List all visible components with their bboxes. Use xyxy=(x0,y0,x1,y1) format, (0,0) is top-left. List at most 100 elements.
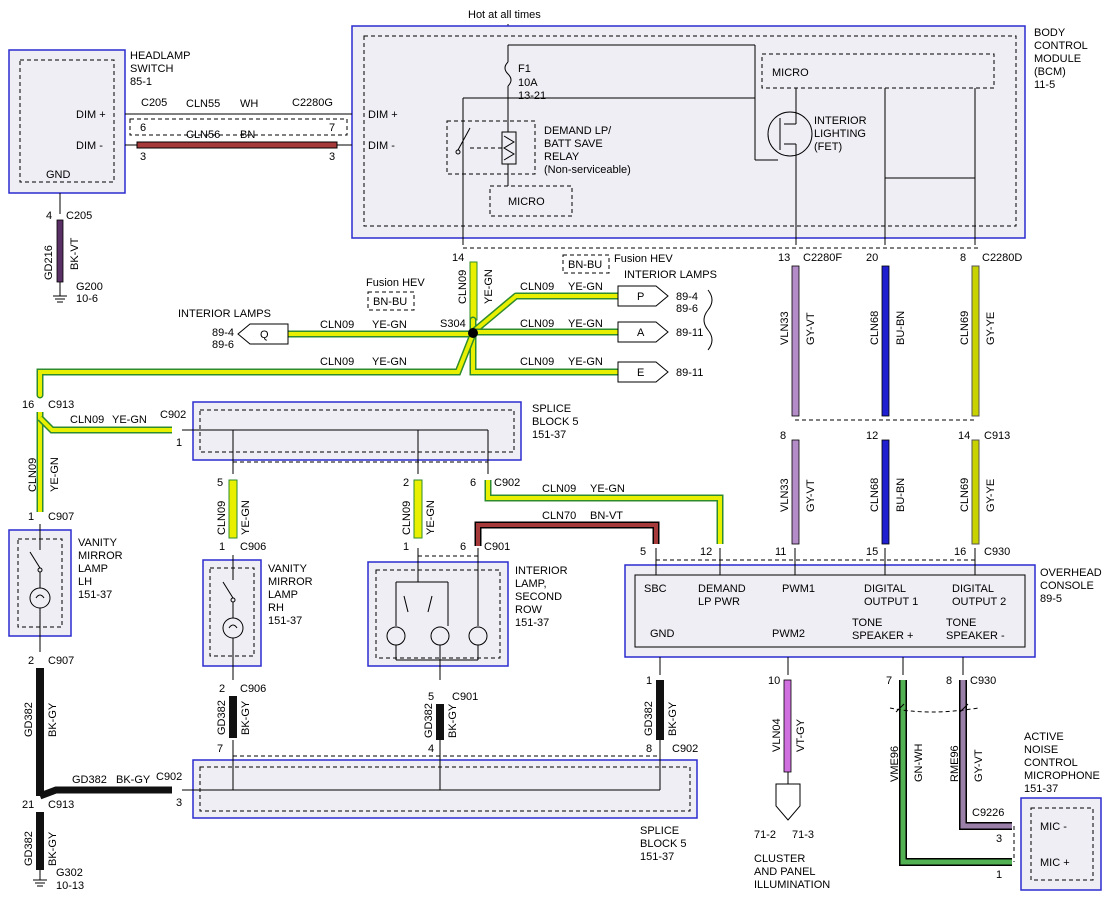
relay-label-2: BATT SAVE xyxy=(544,138,603,150)
ocb-pin-8: 8 xyxy=(646,743,652,755)
relay-box xyxy=(446,120,536,175)
bcm-conn-c2280g: C2280G xyxy=(292,97,333,109)
s304-branch-q-color: YE-GN xyxy=(372,319,407,331)
ilsr-c901: C901 xyxy=(484,541,510,553)
bcm-conn-c2280f: C2280F xyxy=(803,252,842,264)
bcm-ref: 11-5 xyxy=(1034,79,1055,91)
ocb-vln04-color: VT-GY xyxy=(795,718,807,752)
fet-symbol xyxy=(767,111,813,157)
splice5-top-c902: C902 xyxy=(160,409,186,421)
relay-label-3: RELAY xyxy=(544,151,580,163)
vmr-cln09-color: YE-GN xyxy=(240,500,252,535)
left-branch-circuit: CLN09 xyxy=(70,414,104,426)
left-c913-conn: C913 xyxy=(48,399,74,411)
oc-ref: 89-5 xyxy=(1040,593,1062,605)
ilsr-c901b: C901 xyxy=(452,691,478,703)
vmr-title-4: RH xyxy=(268,602,284,614)
oc-dlp-1: DEMAND xyxy=(698,583,746,595)
ilsr-pin-6: 6 xyxy=(460,541,466,553)
fet-label-1: INTERIOR xyxy=(814,115,867,127)
wire-cln69-lower-circuit: CLN69 xyxy=(959,478,971,512)
fusion-hev-tag-2-color: BN-BU xyxy=(373,296,407,308)
oc-title-1: OVERHEAD xyxy=(1040,567,1102,579)
ocb-rme96-wire xyxy=(959,680,1012,830)
hot-at-all-times-label: Hot at all times xyxy=(468,9,541,21)
left-gd382-circuit: GD382 xyxy=(23,702,35,737)
headlamp-title-1: HEADLAMP xyxy=(130,50,191,62)
left-cln09-circuit: CLN09 xyxy=(27,458,39,492)
headlamp-ref: 85-1 xyxy=(130,76,152,88)
vmr-title-1: VANITY xyxy=(268,563,308,575)
fet-label-3: (FET) xyxy=(814,141,842,153)
oc-do1-a: DIGITAL xyxy=(864,583,906,595)
tag-p xyxy=(617,285,669,307)
cluster-title-3: ILLUMINATION xyxy=(754,879,830,891)
left-ground: G302 xyxy=(56,867,83,879)
vmr-title-3: LAMP xyxy=(268,589,298,601)
wire-cln68-upper-color: BU-BN xyxy=(895,311,907,345)
vmr-pin-7: 7 xyxy=(217,743,223,755)
headlamp-conn: C205 xyxy=(141,97,167,109)
left-c907-pin-1: 1 xyxy=(28,511,34,523)
splice-block-5-top xyxy=(192,401,522,461)
vanity-lh-title-3: LAMP xyxy=(78,563,108,575)
headlamp-gnd: GND xyxy=(46,169,71,181)
wire-gd216 xyxy=(56,219,64,283)
bcm-pin-14: 14 xyxy=(452,252,464,264)
ocb-vln04-wire xyxy=(783,679,792,773)
vmr-title-2: MIRROR xyxy=(268,576,313,588)
anc-title-3: CONTROL xyxy=(1024,757,1078,769)
tag-p-ref-1: 89-4 xyxy=(676,291,698,303)
wire-cln09-bcm-color: YE-GN xyxy=(483,269,495,304)
splice5-top-title-1: SPLICE xyxy=(532,403,571,415)
wire-cln68-lower-color: BU-BN xyxy=(895,478,907,512)
anc-pin-1: 1 xyxy=(996,869,1002,881)
wire-cln56-circuit: CLN56 xyxy=(186,129,220,141)
oc-pin-16: 16 xyxy=(954,546,966,558)
ilsr-title-4: ROW xyxy=(515,604,543,616)
fuse-amp: 10A xyxy=(518,77,538,89)
ocb-pin-8b: 8 xyxy=(946,675,952,687)
tag-p-ref-2: 89-6 xyxy=(676,303,698,315)
ocb-c930: C930 xyxy=(970,675,996,687)
oc-pin-15: 15 xyxy=(866,546,878,558)
bcm-pin-7: 7 xyxy=(329,122,335,134)
left-c907b-pin-2: 2 xyxy=(28,655,34,667)
ocb-pin-1: 1 xyxy=(646,675,652,687)
int-lamps-left: INTERIOR LAMPS xyxy=(178,308,271,320)
s304-branch-e-color: YE-GN xyxy=(568,356,603,368)
oc-pwm1: PWM1 xyxy=(782,583,815,595)
ocb-c902: C902 xyxy=(672,743,698,755)
left-gd382b-circuit: GD382 xyxy=(23,831,35,866)
ilsr-pin-4: 4 xyxy=(428,743,434,755)
oc-gnd: GND xyxy=(650,628,675,640)
anc-mic-minus: MIC - xyxy=(1040,821,1067,833)
anc-ref: 151-37 xyxy=(1024,783,1058,795)
vanity-lh-ref: 151-37 xyxy=(78,589,112,601)
headlamp-ground-ref: 10-6 xyxy=(76,293,98,305)
oc-title-2: CONSOLE xyxy=(1040,580,1094,592)
wire-cln69-upper xyxy=(971,265,980,417)
headlamp-ground: G200 xyxy=(76,281,103,293)
wire-cln69-lower-color: GY-YE xyxy=(985,479,997,512)
left-c913-pin-16: 16 xyxy=(22,399,34,411)
oc-tsp-2: SPEAKER + xyxy=(852,630,913,642)
wire-cln69-lower xyxy=(971,439,980,545)
splice5-bot-c902: C902 xyxy=(156,771,182,783)
headlamp-dim-plus: DIM + xyxy=(76,109,106,121)
bcm-dim-minus: DIM - xyxy=(368,140,395,152)
mid-cln09-wire xyxy=(484,480,724,544)
splice5-bot-title-2: BLOCK 5 xyxy=(640,838,686,850)
oc-sbc: SBC xyxy=(644,583,667,595)
vmr-c906b: C906 xyxy=(240,683,266,695)
headlamp-switch-box xyxy=(8,49,126,194)
headlamp-gnd-circuit: GD216 xyxy=(43,245,55,280)
ilsr-pin-5: 5 xyxy=(428,691,434,703)
oc-do2-b: OUTPUT 2 xyxy=(952,596,1006,608)
oc-pwm2: PWM2 xyxy=(772,628,805,640)
headlamp-pin-3: 3 xyxy=(140,151,146,163)
splice5-bot-ref: 151-37 xyxy=(640,851,674,863)
fusion-hev-tag-2: Fusion HEV xyxy=(366,277,425,289)
ilsr-cln09-circuit: CLN09 xyxy=(401,501,413,535)
